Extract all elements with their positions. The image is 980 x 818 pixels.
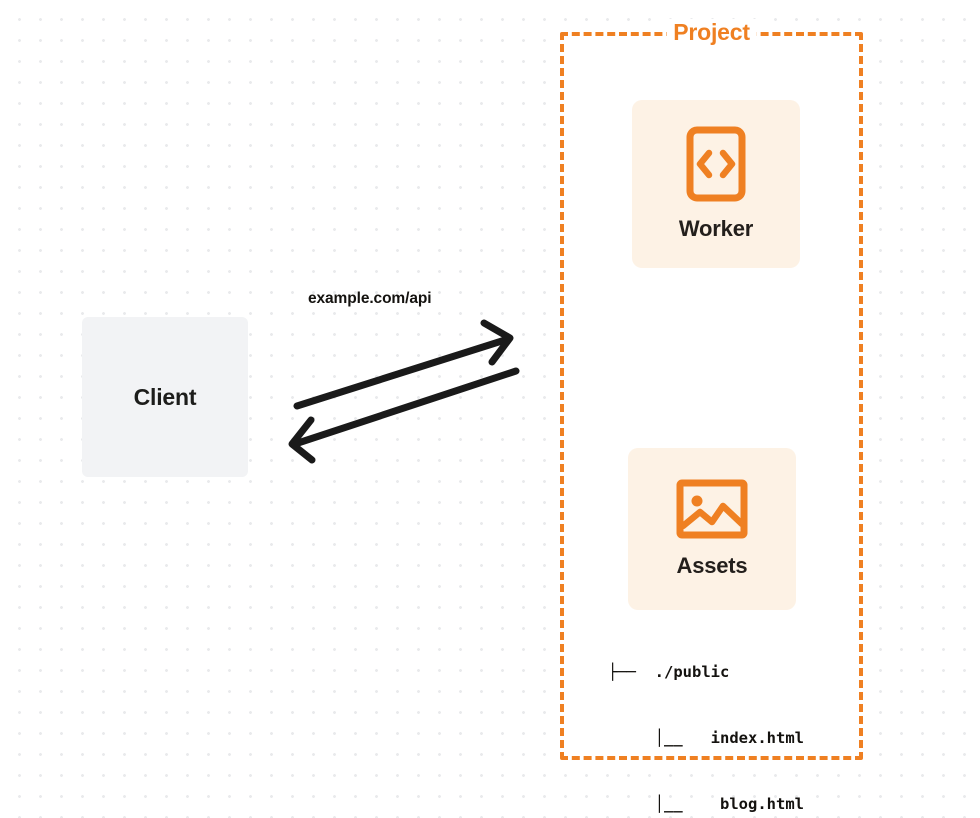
image-picture-icon xyxy=(676,479,748,539)
worker-card[interactable]: Worker xyxy=(632,100,800,268)
assets-card-label: Assets xyxy=(676,553,748,578)
response-arrow-icon xyxy=(288,367,520,464)
worker-card-label: Worker xyxy=(678,216,754,241)
assets-card[interactable]: Assets xyxy=(628,448,796,610)
code-brackets-icon xyxy=(686,126,746,202)
connection-label: example.com/api xyxy=(308,290,432,307)
project-title: Project xyxy=(666,19,757,46)
file-tree-row: │__ index.html xyxy=(654,729,804,747)
assets-file-tree: ├── ./public │__ index.html │__ blog.htm… xyxy=(608,617,804,818)
client-label: Client xyxy=(133,383,197,410)
client-node: Client xyxy=(82,317,248,477)
file-tree-row: ├── ./public xyxy=(608,663,730,681)
file-tree-row: │__ blog.html xyxy=(654,795,804,813)
request-arrow-icon xyxy=(293,319,514,410)
